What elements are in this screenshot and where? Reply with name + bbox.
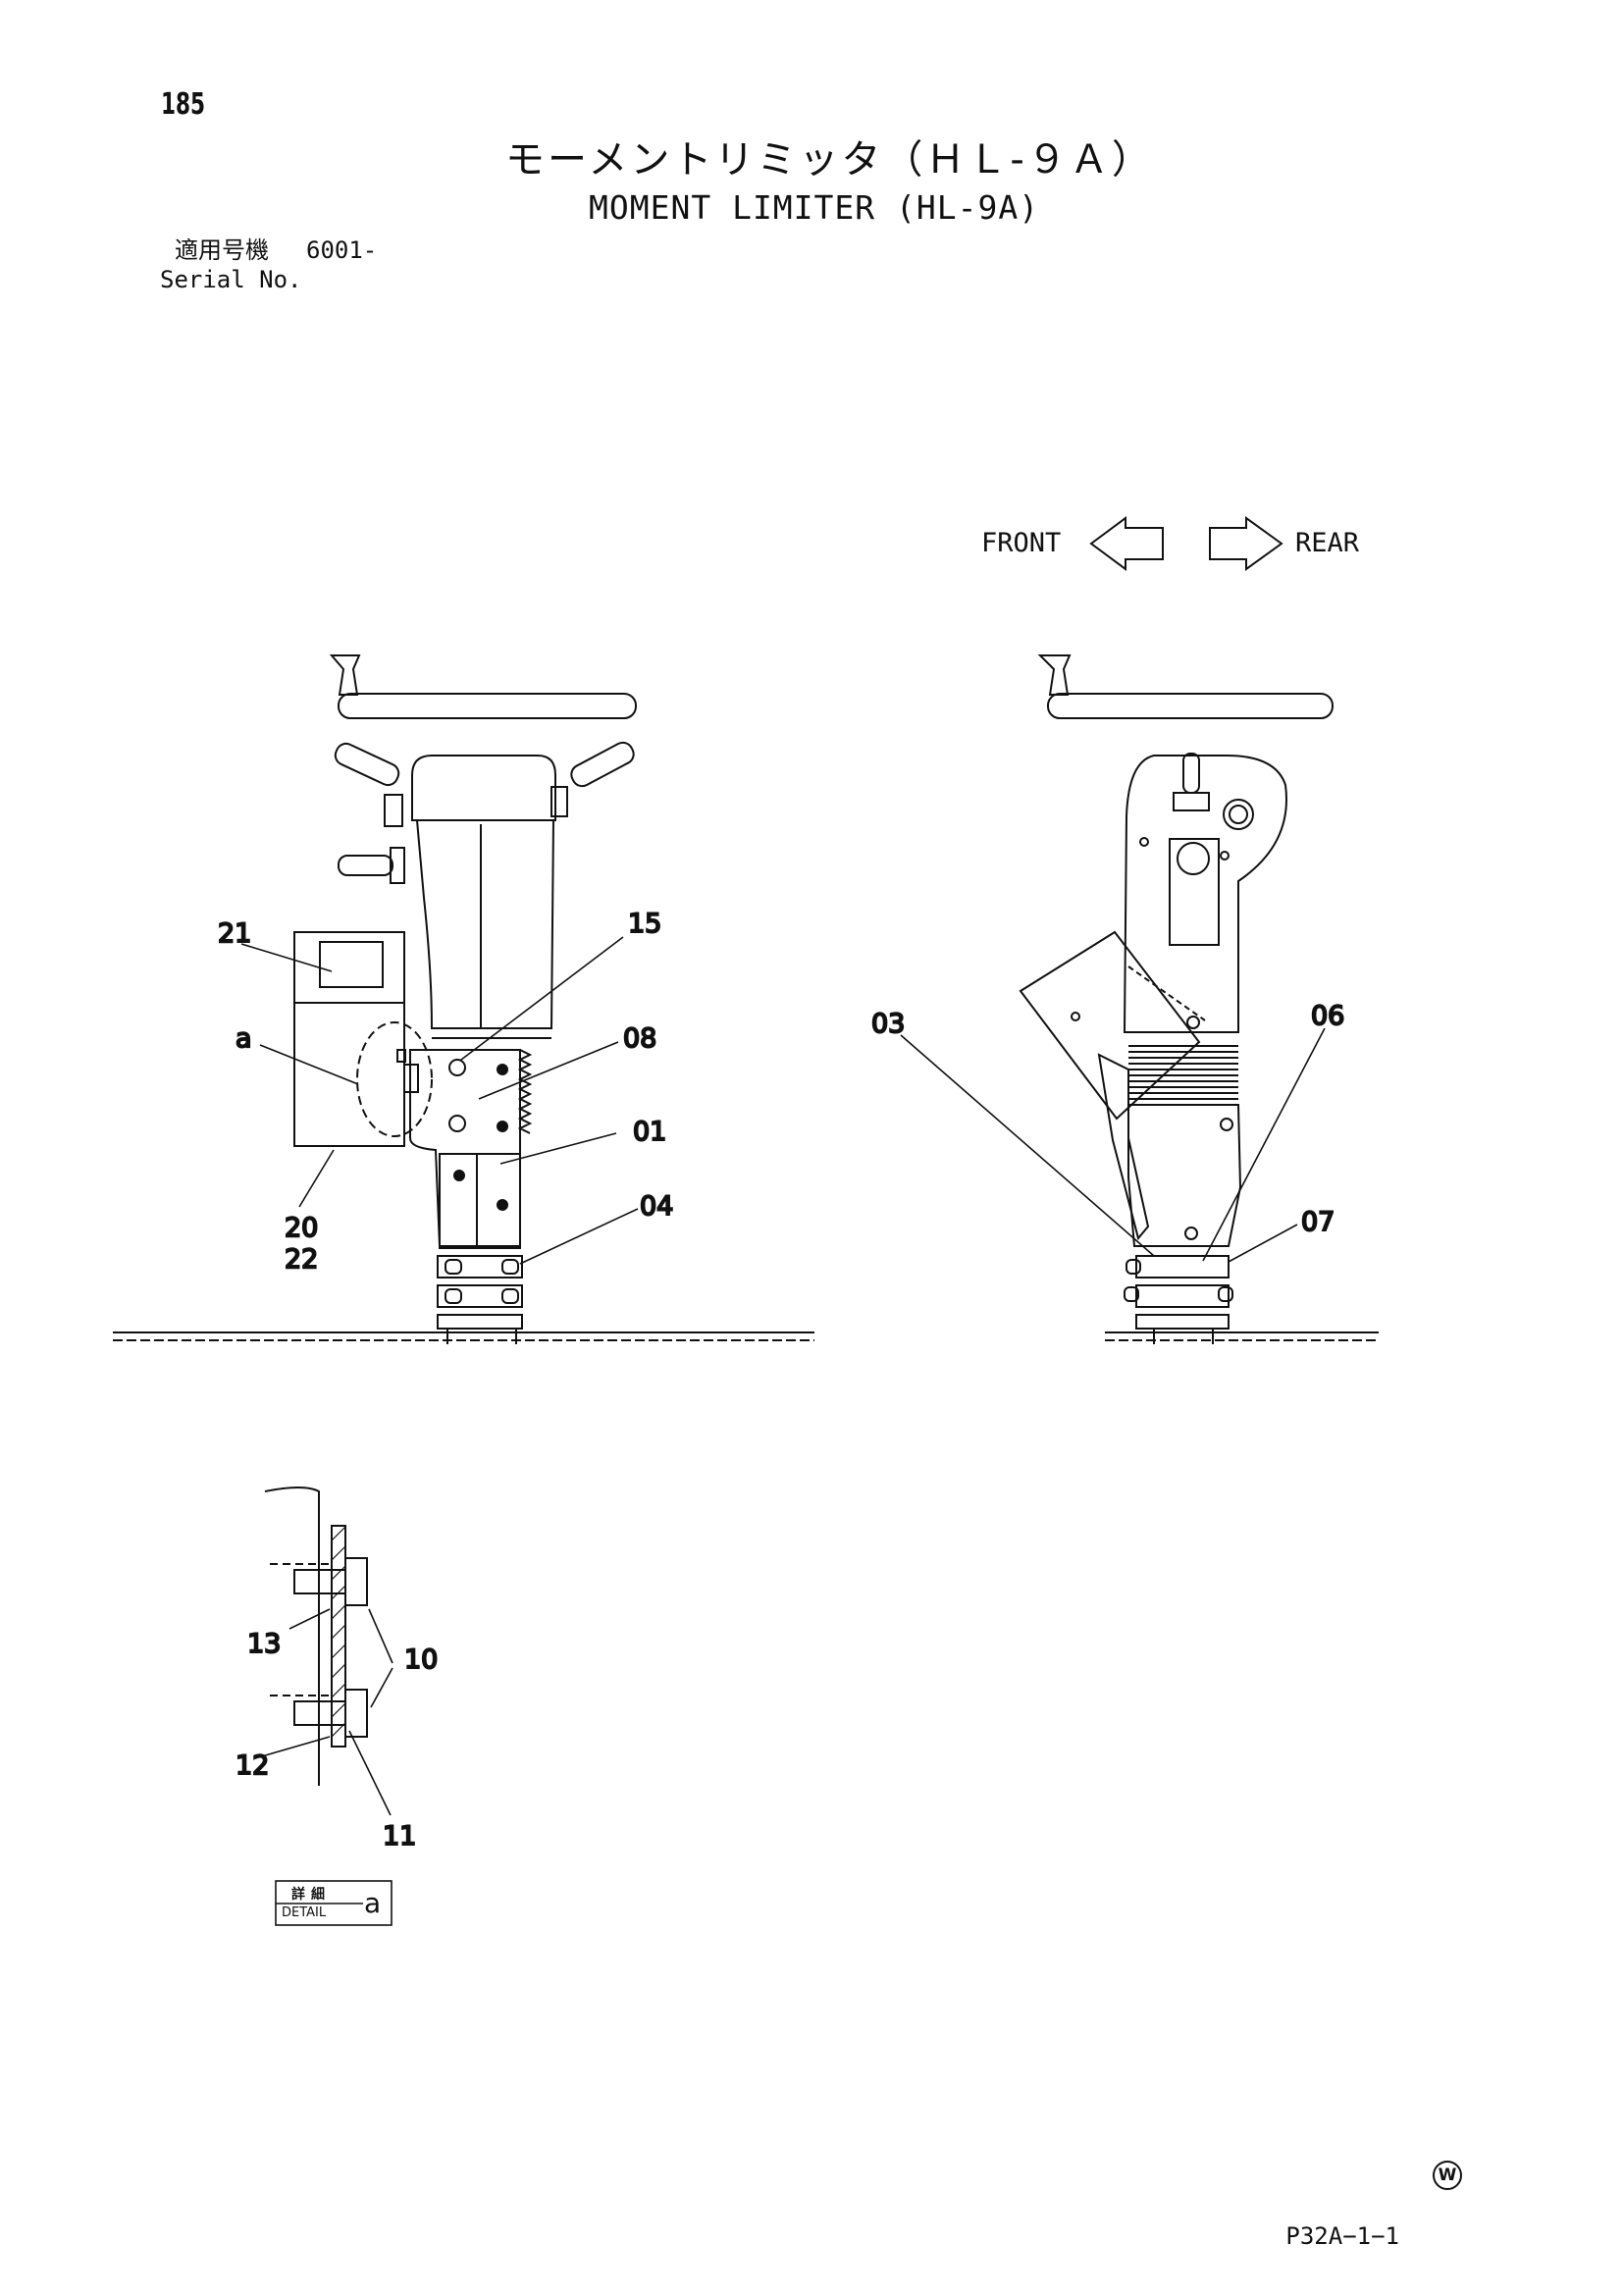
leader-lines [240, 936, 1326, 1816]
front-view-drawing [113, 654, 814, 1344]
detail-label-japanese: 詳細 [291, 1887, 331, 1903]
callout-07: 07 [1301, 1207, 1335, 1237]
callout-12: 12 [236, 1750, 269, 1781]
callout-13: 13 [247, 1629, 281, 1659]
front-label: FRONT [981, 528, 1062, 558]
serial-label-english: Serial No. [160, 266, 302, 293]
callout-04: 04 [640, 1191, 673, 1222]
callout-08: 08 [623, 1023, 656, 1054]
page-title-english: MOMENT LIMITER (HL-9A) [589, 188, 1040, 227]
page-title-japanese: モーメントリミッタ（ＨＬ-９Ａ） [505, 137, 1154, 183]
callout-21: 21 [218, 918, 251, 949]
rear-view-drawing [1019, 654, 1379, 1344]
serial-label-japanese: 適用号機 [175, 236, 269, 264]
callout-03: 03 [871, 1009, 905, 1039]
front-arrow-icon [1089, 516, 1164, 571]
callout-a: a [236, 1023, 252, 1054]
callout-11: 11 [383, 1821, 416, 1852]
rear-arrow-icon [1209, 516, 1283, 571]
callout-06: 06 [1311, 1001, 1344, 1031]
callout-20: 20 [285, 1213, 318, 1243]
callout-15: 15 [628, 909, 661, 939]
page-code: P32A−1−1 [1285, 2222, 1399, 2250]
callout-10: 10 [404, 1644, 438, 1675]
serial-value: 6001- [306, 236, 378, 264]
callout-22: 22 [285, 1244, 318, 1275]
watermark-icon: W [1433, 2161, 1462, 2190]
page-number: 185 [161, 87, 206, 122]
detail-label-english: DETAIL [282, 1905, 327, 1920]
detail-label-letter: a [364, 1887, 382, 1919]
callout-01: 01 [633, 1117, 666, 1147]
detail-a-label: 詳細 DETAIL a [276, 1881, 392, 1925]
rear-label: REAR [1295, 528, 1360, 558]
